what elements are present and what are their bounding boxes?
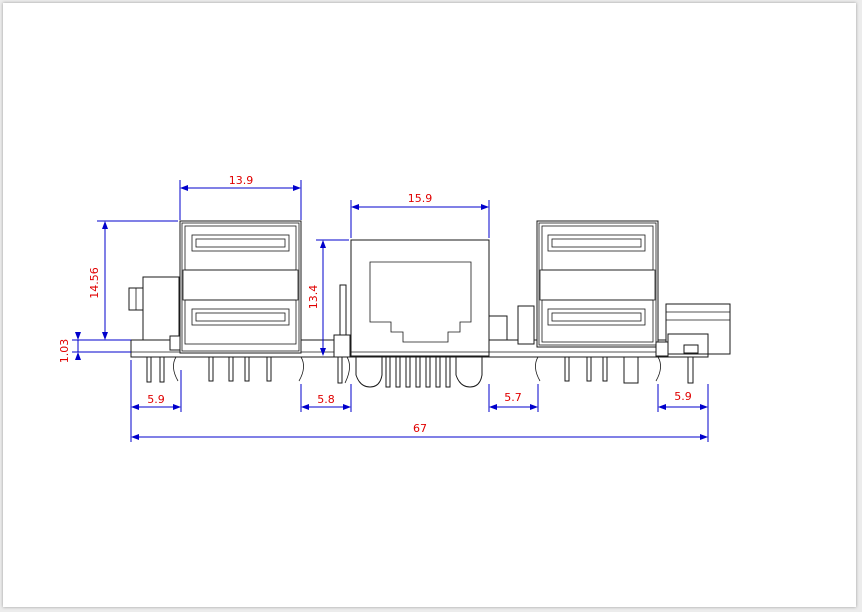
dim-label-total-width: 67	[413, 422, 427, 435]
dim-label-ethernet-height: 13.4	[307, 285, 320, 310]
dim-label-ethernet-usb-gap: 5.7	[504, 391, 522, 404]
through-hole-pins	[146, 356, 694, 388]
dim-label-usb-height: 14.56	[88, 267, 101, 299]
usb-stack-right	[536, 220, 659, 348]
dim-label-board-thickness: 1.03	[58, 339, 71, 364]
dim-label-usb-width: 13.9	[229, 174, 254, 187]
right-connector	[655, 303, 731, 357]
dim-label-ethernet-width: 15.9	[408, 192, 433, 205]
left-jack-component	[128, 276, 183, 351]
ethernet-jack	[350, 239, 508, 357]
usb-stack-left	[179, 220, 302, 354]
dimension-lines	[72, 180, 709, 442]
pin-header	[333, 284, 351, 358]
small-capacitor	[517, 305, 535, 345]
dim-label-usb-ethernet-gap: 5.8	[317, 393, 335, 406]
dim-label-left-gap: 5.9	[147, 393, 165, 406]
dim-label-right-gap: 5.9	[674, 390, 692, 403]
